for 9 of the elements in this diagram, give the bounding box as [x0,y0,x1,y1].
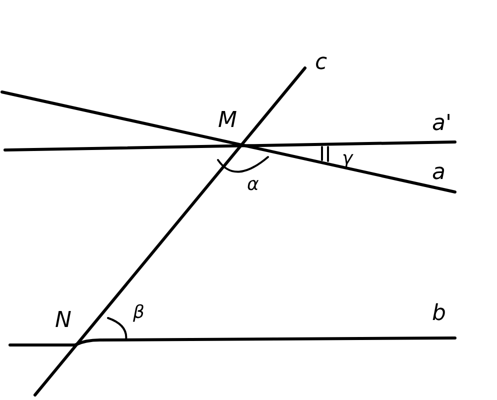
point-label: N [55,310,72,332]
angle-label: α [247,176,259,194]
angle-label: γ [342,150,353,168]
angle-label: β [133,304,144,322]
point-label: M [218,110,237,132]
line-label: a [432,162,446,184]
line-label: b [432,303,446,325]
line-label: a' [432,113,452,135]
line-label: c [315,52,328,74]
